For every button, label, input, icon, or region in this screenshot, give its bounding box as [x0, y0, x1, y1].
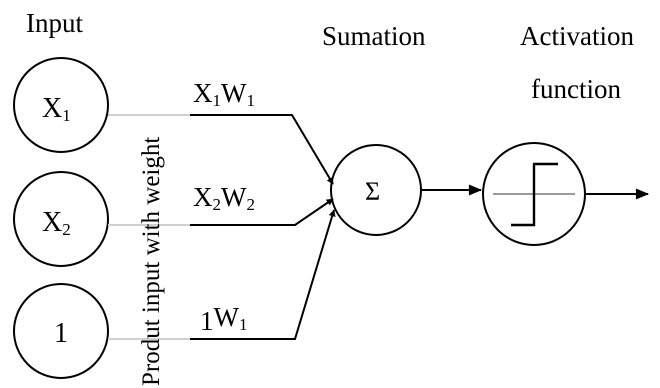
header-input: Input	[26, 8, 83, 38]
svg-text:X1: X1	[42, 93, 71, 125]
header-summation: Sumation	[322, 21, 426, 51]
weighted-edge-1	[190, 114, 334, 185]
weighted-label-subscript: 2	[213, 195, 222, 214]
header-activation-line1: Activation	[520, 21, 634, 51]
step-function-icon	[493, 162, 575, 227]
input-node-bias: 1	[13, 283, 109, 379]
weighted-label-weight: W	[214, 302, 240, 332]
weighted-label-term: X	[193, 182, 213, 212]
svg-text:X2: X2	[42, 207, 71, 239]
weighted-label-term: 1	[200, 306, 214, 336]
weighted-product-label: Produt input with weight	[138, 137, 165, 386]
input-node-subscript: 1	[62, 106, 71, 125]
input-node-subscript: 2	[62, 220, 71, 239]
weighted-label-subscript: 2	[246, 195, 255, 214]
activation-node	[482, 142, 586, 246]
summation-symbol: Σ	[365, 177, 380, 206]
weighted-edge-3	[190, 209, 336, 340]
weighted-label-term: X	[193, 78, 213, 108]
header-activation-line2: function	[531, 74, 621, 104]
weighted-label-1: X1W1	[193, 78, 255, 110]
weighted-label-3: 1W1	[200, 302, 247, 336]
weighted-label-weight: W	[221, 182, 247, 212]
weighted-label-subscript: 1	[246, 91, 255, 110]
weighted-label-subscript: 1	[213, 91, 222, 110]
weighted-edge-2	[190, 198, 334, 226]
input-node-x2: X2	[13, 171, 109, 267]
input-node-label: X	[42, 207, 62, 238]
summation-node: Σ	[330, 144, 422, 236]
input-node-label: X	[42, 93, 62, 124]
weighted-label-weight: W	[221, 78, 247, 108]
input-node-x1: X1	[13, 57, 109, 153]
svg-text:1: 1	[54, 318, 68, 349]
weighted-label-2: X2W2	[193, 182, 255, 214]
input-node-label: 1	[54, 318, 68, 349]
weighted-label-subscript: 1	[239, 315, 248, 334]
